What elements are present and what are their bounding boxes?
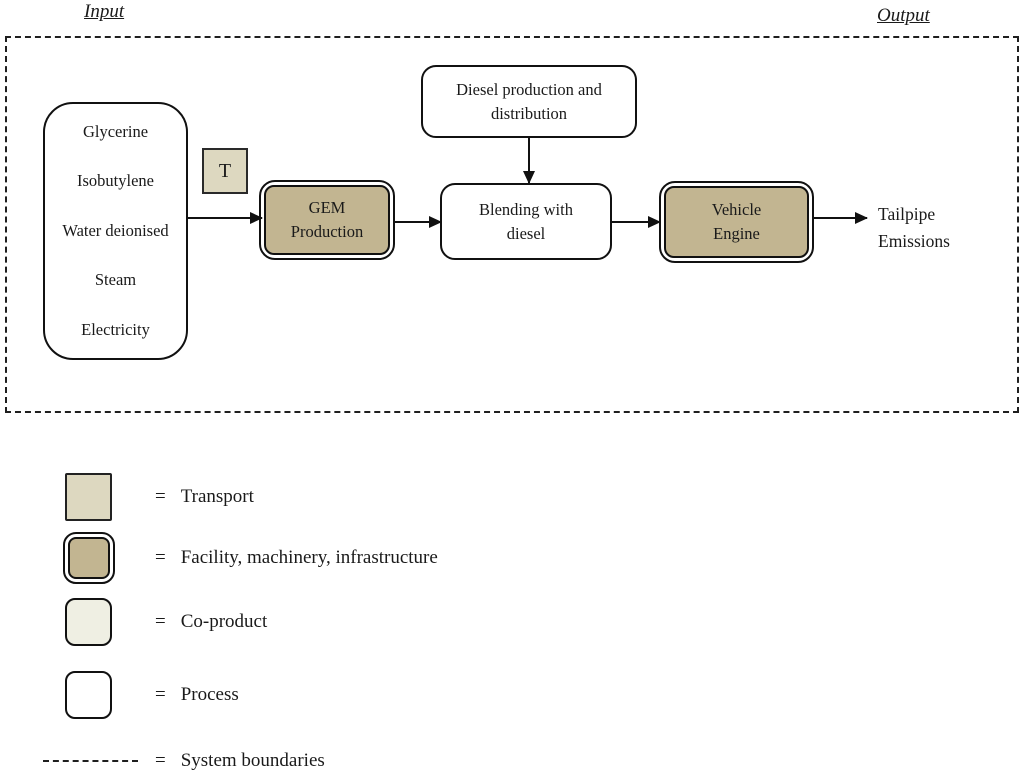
equals-sign: = [155,486,166,507]
legend-label-coproduct: Co-product [180,611,268,632]
input-item-isobutylene: Isobutylene [77,171,154,191]
arrow-diesel-to-blending [528,138,530,183]
legend-label-facility: Facility, machinery, infrastructure [180,547,438,568]
vehicle-engine-box: Vehicle Engine [659,181,814,263]
input-item-electricity: Electricity [81,319,150,339]
process-swatch [65,671,112,719]
legend-row-boundaries: = System boundaries [43,748,325,774]
legend-label-boundaries: System boundaries [180,750,325,771]
input-header: Input [84,1,125,22]
input-item-water: Water deionised [62,220,169,240]
blending-box: Blending with diesel [440,183,612,260]
equals-sign: = [155,684,166,705]
gem-production-label: GEM Production [290,198,364,241]
arrow-gem-to-blending [395,221,441,223]
vehicle-engine-label: Vehicle Engine [711,200,762,243]
diesel-production-label: Diesel production and distribution [456,79,602,123]
arrow-vehicle-to-tailpipe [814,217,867,219]
equals-sign: = [155,547,166,568]
transport-node: T [202,148,248,194]
output-header: Output [877,5,930,26]
arrow-blending-to-vehicle [612,221,660,223]
equals-sign: = [155,750,166,771]
transport-swatch [65,473,112,521]
legend-row-process: = Process [65,671,239,719]
tailpipe-emissions-label: Tailpipe Emissions [878,204,950,252]
legend-row-transport: = Transport [65,473,254,521]
facility-swatch [63,532,115,584]
legend-label-transport: Transport [180,486,254,507]
diesel-production-box: Diesel production and distribution [421,65,637,138]
gem-production-box: GEM Production [259,180,395,260]
legend-row-coproduct: = Co-product [65,598,267,646]
blending-label: Blending with diesel [479,199,573,243]
system-boundary-box [5,36,1019,413]
input-item-steam: Steam [94,270,137,290]
input-item-glycerine: Glycerine [82,122,149,141]
coproduct-swatch [65,598,112,646]
legend-row-facility: = Facility, machinery, infrastructure [63,531,438,585]
legend-label-process: Process [180,684,239,705]
inputs-box: Glycerine Isobutylene Water deionised St… [43,102,188,360]
dashed-line-swatch [43,760,138,762]
equals-sign: = [155,611,166,632]
arrow-inputs-to-gem [188,217,262,219]
